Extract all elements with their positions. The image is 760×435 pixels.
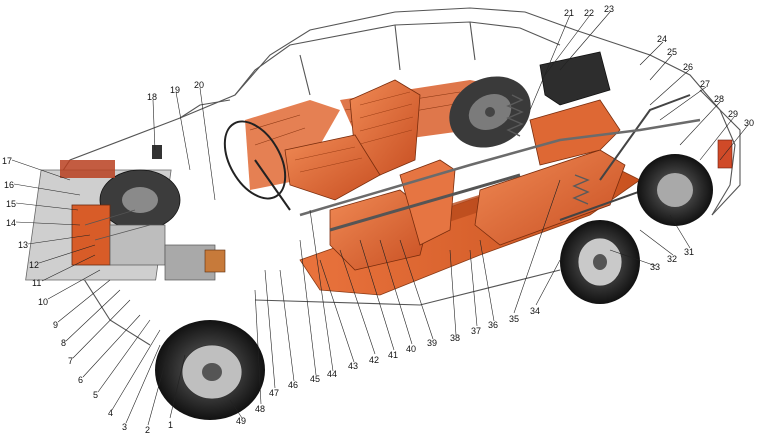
callout-9: 9: [53, 320, 59, 330]
callout-32: 32: [667, 254, 678, 264]
callout-21: 21: [564, 8, 575, 18]
passenger-seat: [329, 189, 431, 271]
rear-suspension-spring: [506, 94, 590, 205]
callout-48: 48: [255, 404, 266, 414]
callout-25: 25: [667, 47, 678, 57]
callout-33: 33: [650, 262, 661, 272]
callout-49: 49: [236, 416, 247, 426]
callout-2: 2: [145, 425, 151, 435]
callout-38: 38: [450, 333, 461, 343]
callout-14: 14: [6, 218, 17, 228]
callout-31: 31: [684, 247, 695, 257]
callout-40: 40: [406, 344, 417, 354]
callout-10: 10: [38, 297, 49, 307]
callout-41: 41: [388, 350, 399, 360]
callout-43: 43: [348, 361, 359, 371]
callout-7: 7: [68, 356, 74, 366]
front-door-trim: [245, 100, 340, 190]
callout-30: 30: [744, 118, 755, 128]
callout-12: 12: [29, 260, 40, 270]
callout-1: 1: [168, 420, 174, 430]
exhaust-pipe: [299, 118, 701, 217]
callout-15: 15: [6, 199, 17, 209]
callout-23: 23: [604, 4, 615, 14]
callout-37: 37: [471, 326, 482, 336]
propeller-shaft: [329, 173, 521, 232]
seat-stitching: [294, 91, 414, 173]
callout-34: 34: [530, 306, 541, 316]
callout-28: 28: [714, 94, 725, 104]
callout-36: 36: [488, 320, 499, 330]
callout-17: 17: [2, 156, 13, 166]
rear-wheel: [560, 220, 640, 304]
steering-wheel: [223, 120, 291, 211]
front-wheel: [155, 320, 265, 420]
rear-wheel-far: [637, 154, 713, 226]
callout-39: 39: [427, 338, 438, 348]
driver-seat-cushion: [284, 134, 381, 201]
callout-44: 44: [327, 369, 338, 379]
callout-3: 3: [122, 422, 128, 432]
callout-13: 13: [18, 240, 29, 250]
callout-16: 16: [4, 180, 15, 190]
callout-8: 8: [61, 338, 67, 348]
callout-18: 18: [147, 92, 158, 102]
spare-wheel: [449, 76, 531, 148]
callout-45: 45: [310, 374, 321, 384]
callout-47: 47: [269, 388, 280, 398]
callout-26: 26: [683, 62, 694, 72]
callout-27: 27: [700, 79, 711, 89]
callout-11: 11: [32, 278, 42, 288]
callout-20: 20: [194, 80, 205, 90]
fuel-tank: [539, 51, 611, 106]
callout-4: 4: [108, 408, 114, 418]
callout-29: 29: [728, 109, 739, 119]
door-trim-lines: [249, 91, 461, 146]
callout-35: 35: [509, 314, 520, 324]
callout-6: 6: [78, 375, 84, 385]
callout-leader-lines: [11, 11, 749, 426]
engine-bay: [25, 145, 226, 281]
callout-19: 19: [170, 85, 181, 95]
callout-5: 5: [93, 390, 99, 400]
callout-42: 42: [369, 355, 380, 365]
callout-46: 46: [288, 380, 299, 390]
callout-22: 22: [584, 8, 595, 18]
rear-panel: [699, 89, 741, 216]
rear-seat-back: [529, 99, 621, 166]
callout-24: 24: [657, 34, 668, 44]
